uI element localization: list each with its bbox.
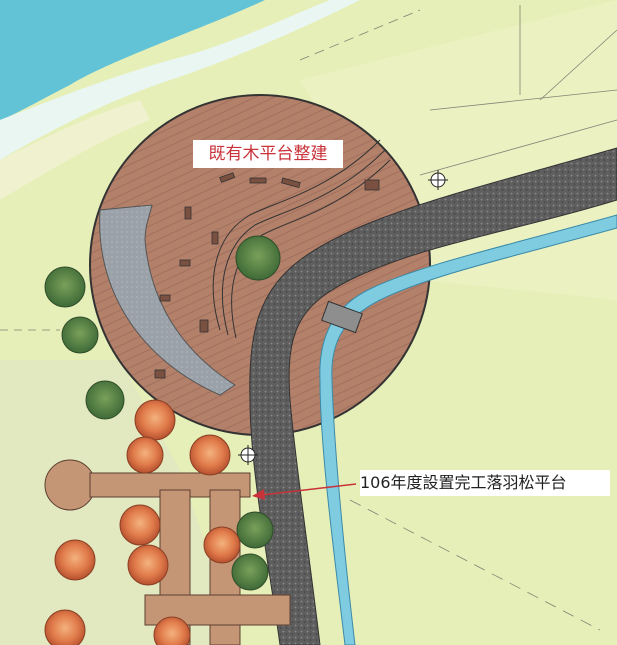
- deck-furniture: [154, 172, 380, 379]
- paving-band: [99, 204, 236, 396]
- tree-icon: [44, 266, 86, 308]
- tree-icon: [126, 436, 164, 474]
- bridge: [321, 300, 363, 334]
- tree-icon: [85, 380, 125, 420]
- tree-icon: [236, 511, 274, 549]
- tree-icon: [119, 504, 161, 546]
- tree-icon: [153, 616, 191, 645]
- survey-lines: [0, 5, 617, 631]
- water-channel: [319, 214, 617, 645]
- surf-zone: [0, 0, 360, 160]
- compass-icon: [428, 170, 448, 190]
- tree-icon: [231, 553, 269, 591]
- tree-icon: [54, 539, 96, 581]
- arrow-icon: [252, 483, 357, 500]
- tree-icon: [61, 316, 99, 354]
- tree-icon: [235, 235, 281, 281]
- sea: [0, 0, 265, 120]
- compass-icon: [238, 445, 258, 465]
- tree-icon: [44, 609, 86, 645]
- yellow-field: [300, 0, 617, 300]
- beach: [0, 100, 150, 200]
- tree-icon: [203, 526, 241, 564]
- road: [249, 147, 617, 645]
- completed-platform-label: 106年度設置完工落羽松平台: [360, 470, 610, 496]
- tree-icon: [127, 544, 169, 586]
- deck-curves: [212, 139, 391, 339]
- tree-icon: [189, 434, 231, 476]
- deck-renovation-label: 既有木平台整建: [193, 140, 343, 168]
- tree-icon: [134, 399, 176, 441]
